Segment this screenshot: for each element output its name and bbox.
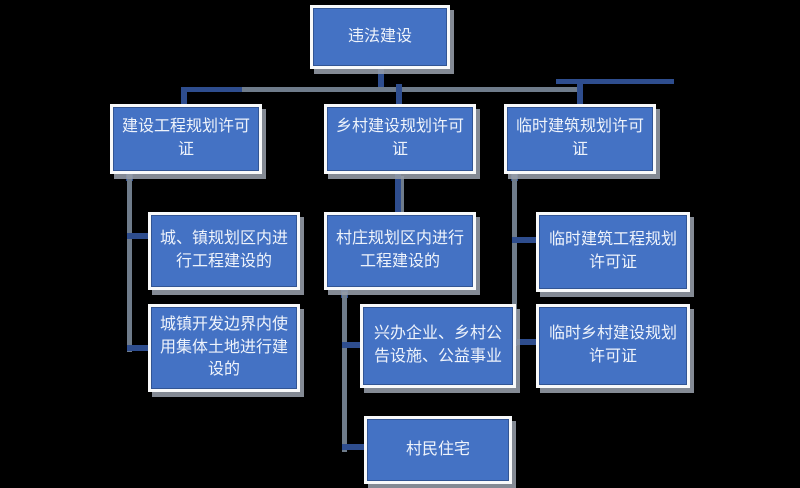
- connector-main-horizontal-right-segment: [556, 79, 674, 84]
- node-temporary-building-planning-permit: 临时建筑规划许可证: [504, 104, 656, 174]
- node-temporary-building-project-planning-permit: 临时建筑工程规划许可证: [536, 212, 690, 292]
- node-collective-land-within-urban-boundary: 城镇开发边界内使用集体土地进行建设的: [148, 304, 300, 392]
- connector-branch1-vertical: [127, 174, 132, 352]
- connector-branch3-vertical: [512, 174, 517, 346]
- connector-drop-to-branch-2: [396, 84, 402, 105]
- node-rural-construction-planning-permit: 乡村建设规划许可证: [324, 104, 476, 174]
- connector-root-stub: [378, 69, 384, 89]
- connector-branch2-to-grandchild2: [342, 444, 368, 450]
- node-city-town-planning-area-construction: 城、镇规划区内进行工程建设的: [148, 212, 300, 290]
- connector-drop-to-branch-1: [181, 87, 187, 105]
- connector-branch2-to-grandchild1: [342, 342, 366, 348]
- node-temporary-rural-construction-planning-permit: 临时乡村建设规划许可证: [536, 304, 690, 388]
- node-construction-project-planning-permit: 建设工程规划许可证: [110, 104, 262, 174]
- node-illegal-construction: 违法建设: [310, 5, 450, 69]
- node-village-planning-area-construction: 村庄规划区内进行工程建设的: [324, 212, 476, 290]
- node-villager-housing: 村民住宅: [364, 416, 512, 484]
- connector-branch2-child1-vertical: [342, 292, 347, 452]
- node-enterprises-public-facilities-welfare: 兴办企业、乡村公告设施、公益事业: [360, 304, 516, 388]
- connector-branch2-to-child1-shadow: [401, 176, 404, 214]
- connector-branch1-to-child2: [127, 345, 151, 351]
- connector-main-horizontal-left-segment: [182, 87, 242, 92]
- connector-drop-to-branch-3: [577, 82, 583, 105]
- connector-branch2-to-child1: [395, 172, 401, 214]
- connector-branch3-to-child1: [512, 237, 540, 243]
- connector-main-horizontal: [182, 87, 582, 92]
- connector-branch1-to-child1: [127, 233, 151, 239]
- connector-branch3-to-child2: [512, 339, 540, 345]
